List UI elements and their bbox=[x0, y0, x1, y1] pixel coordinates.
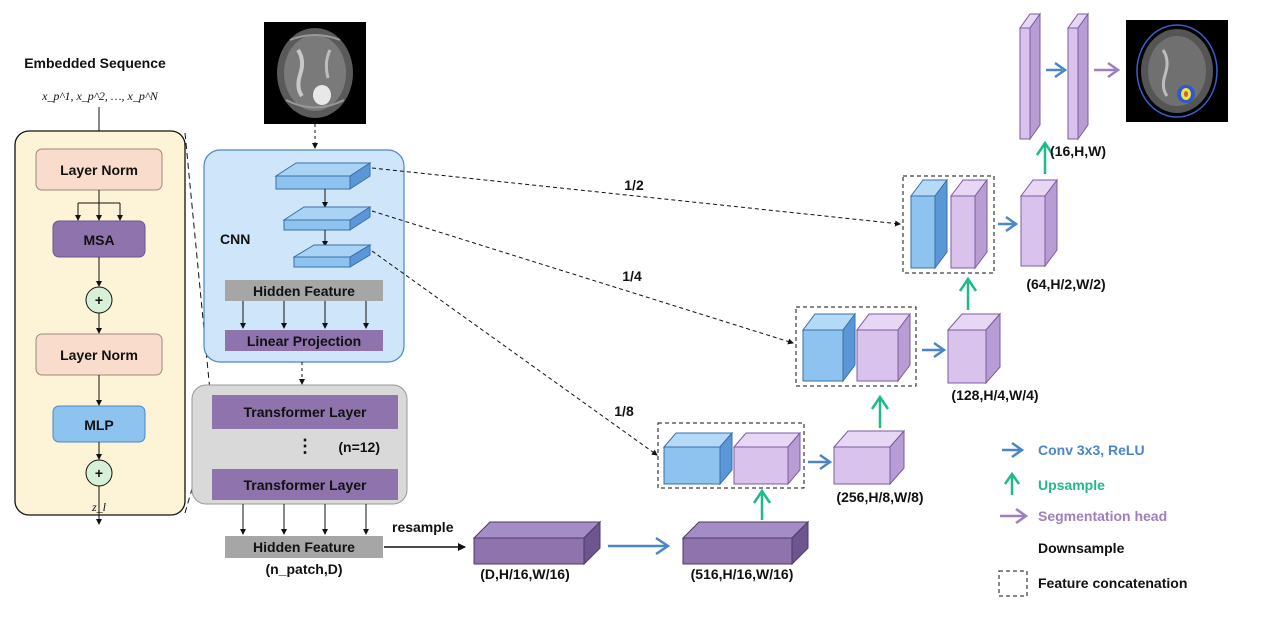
bottom-hidden-feature-bar bbox=[225, 536, 383, 558]
shape-label-s5: (64,H/2,W/2) bbox=[1026, 276, 1105, 292]
input-mri-image bbox=[264, 22, 366, 124]
legend-downsample-label: Downsample bbox=[1038, 540, 1125, 556]
transformer-layer-top-label: Transformer Layer bbox=[244, 404, 367, 420]
concat-box-2 bbox=[795, 306, 917, 387]
decoder-cube-64 bbox=[1020, 195, 1046, 267]
shape-label-s6: (16,H,W) bbox=[1050, 143, 1106, 159]
concat-1-decoder-cube bbox=[733, 446, 789, 485]
cnn-feature-3-front bbox=[293, 256, 351, 268]
transformer-layer-bottom bbox=[212, 469, 398, 500]
shape-label-s4: (128,H/4,W/4) bbox=[951, 387, 1038, 403]
decoder-cube-256 bbox=[833, 446, 891, 485]
concat-1-cnn-cube bbox=[663, 446, 721, 485]
shape-label-s1: (D,H/16,W/16) bbox=[480, 566, 569, 582]
skip-connection-eighth bbox=[371, 250, 658, 456]
cnn-feature-3-side bbox=[349, 244, 371, 268]
msa-label: MSA bbox=[83, 232, 114, 248]
cnn-feature-1-front bbox=[275, 175, 351, 190]
resample-label: resample bbox=[392, 519, 454, 535]
transformer-layer-bottom-label: Transformer Layer bbox=[244, 477, 367, 493]
mlp-label: MLP bbox=[84, 417, 114, 433]
input-sequence-label: x_p^1, x_p^2, …, x_p^N bbox=[41, 89, 159, 103]
concat-3-decoder-cube bbox=[950, 195, 976, 269]
cnn-hidden-feature-bar bbox=[225, 280, 383, 301]
feature-slab-2-top bbox=[681, 521, 810, 539]
layer-norm-label-1: Layer Norm bbox=[60, 162, 138, 178]
skip-label-quarter: 1/4 bbox=[622, 268, 642, 284]
cnn-feature-2-side bbox=[349, 206, 371, 231]
skip-label-eighth: 1/8 bbox=[614, 403, 634, 419]
feature-slab-1-front bbox=[473, 537, 585, 565]
legend-upsample-label: Upsample bbox=[1038, 477, 1105, 493]
n-patch-shape-label: (n_patch,D) bbox=[266, 561, 343, 577]
embedded-sequence-title: Embedded Sequence bbox=[24, 55, 166, 71]
shape-label-s2: (516,H/16,W/16) bbox=[691, 566, 794, 582]
concat-3-cnn-cube bbox=[910, 195, 936, 269]
shape-label-s3: (256,H/8,W/8) bbox=[836, 489, 923, 505]
bottom-hidden-feature-label: Hidden Feature bbox=[253, 539, 355, 555]
vertical-ellipsis: ⋮ bbox=[296, 436, 314, 456]
layer-norm-label-2: Layer Norm bbox=[60, 347, 138, 363]
feature-slab-1-side bbox=[583, 520, 601, 566]
feature-slab-1-top bbox=[472, 521, 602, 539]
decoder-cube-128 bbox=[947, 329, 987, 384]
concat-box-3 bbox=[902, 175, 995, 274]
transformer-layer-top bbox=[212, 395, 398, 429]
output-z-label: z_l bbox=[91, 500, 107, 514]
plus-sign-1: + bbox=[95, 292, 103, 308]
feature-slab-2-front bbox=[682, 537, 793, 565]
skip-connection-half bbox=[371, 167, 901, 227]
plus-sign-2: + bbox=[95, 465, 103, 481]
skip-connection-quarter bbox=[371, 210, 794, 345]
cnn-hidden-feature-label: Hidden Feature bbox=[253, 283, 355, 299]
decoder-final-cube-1 bbox=[1019, 27, 1031, 140]
cnn-feature-2-front bbox=[283, 219, 351, 231]
legend-conv-label: Conv 3x3, ReLU bbox=[1038, 442, 1145, 458]
cnn-feature-1-side bbox=[349, 162, 371, 190]
concat-2-decoder-cube bbox=[856, 329, 899, 382]
decoder-final-cube-2 bbox=[1067, 27, 1079, 140]
repeat-count-label: (n=12) bbox=[338, 439, 380, 455]
legend-seghead-label: Segmentation head bbox=[1038, 508, 1167, 524]
legend-concat-label: Feature concatenation bbox=[1038, 575, 1187, 591]
concat-box-1 bbox=[657, 422, 805, 489]
skip-label-half: 1/2 bbox=[624, 177, 644, 193]
linear-projection-bar bbox=[225, 330, 383, 351]
output-segmentation-image bbox=[1126, 20, 1228, 122]
linear-projection-label: Linear Projection bbox=[247, 333, 361, 349]
cnn-label: CNN bbox=[220, 231, 250, 247]
legend: Conv 3x3, ReLU Upsample Segmentation hea… bbox=[998, 441, 1187, 597]
feature-slab-2-side bbox=[791, 520, 809, 566]
concat-2-cnn-cube bbox=[802, 329, 844, 382]
